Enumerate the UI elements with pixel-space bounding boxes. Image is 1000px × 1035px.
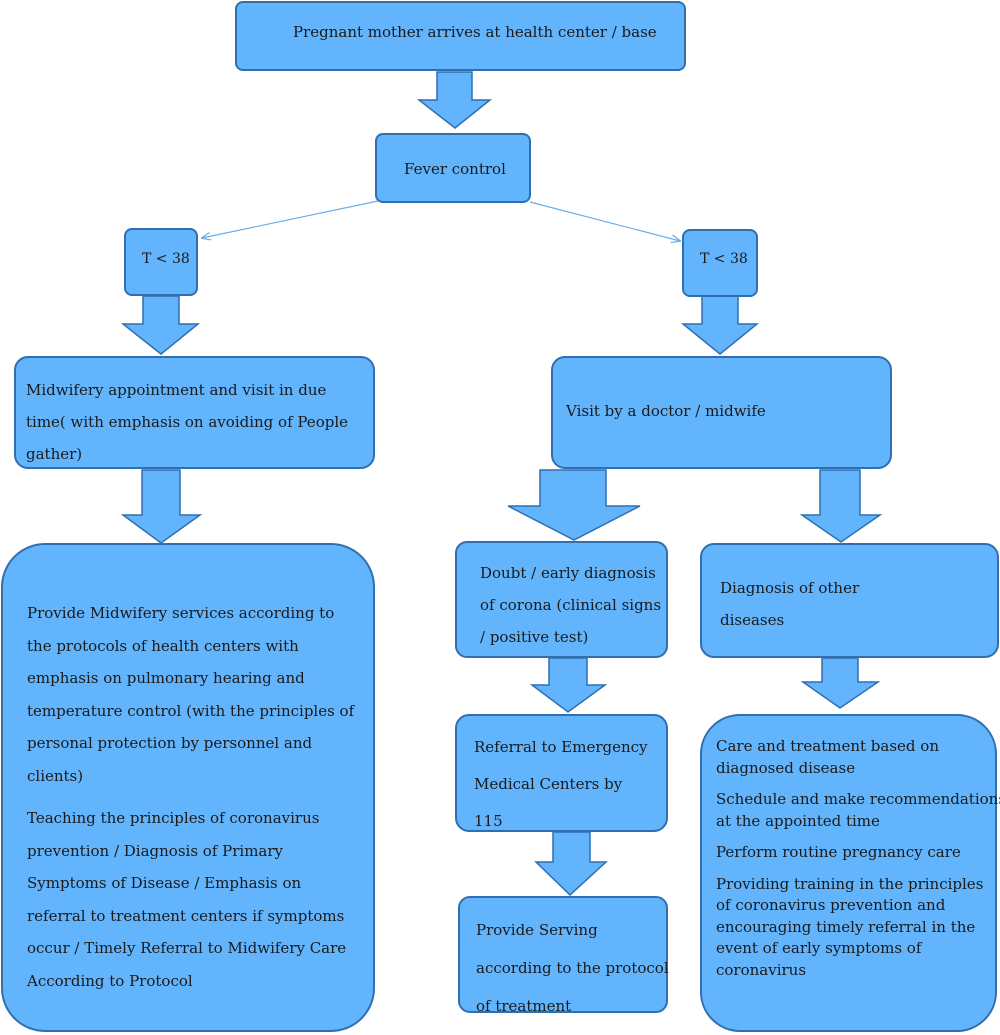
node-text-line: gather) — [26, 445, 83, 463]
node-text-line: of coronavirus prevention and — [716, 896, 946, 914]
node-text-line: Providing training in the principles — [716, 874, 984, 893]
arrow-temp-right-to-visit — [680, 295, 760, 355]
node-text-line: time( with emphasis on avoiding of Peopl… — [26, 413, 348, 431]
node-text-line: T < 38 — [142, 251, 190, 267]
node-visit-doctor-midwife: Visit by a doctor / midwife — [551, 356, 892, 469]
node-text-line: coronavirus — [716, 960, 807, 979]
node-text-line: Symptoms of Disease / Emphasis on — [27, 874, 302, 892]
arrow-visit-to-doubt — [507, 469, 641, 541]
node-text-line: Provide Midwifery services according to — [27, 604, 335, 622]
node-paragraph: Teaching the principles of coronavirus pr… — [27, 802, 373, 997]
node-temp-left: T < 38 — [124, 228, 198, 296]
node-text-line: Perform routine pregnancy care — [716, 843, 961, 861]
node-care-treatment: Care and treatment based on diagnosed dis… — [700, 714, 1000, 1032]
arrow-arrival-to-fever — [416, 71, 493, 129]
arrow-fever-to-temp-left — [202, 200, 379, 238]
node-text-line: encouraging timely referral in the — [716, 917, 976, 936]
node-text-line: Teaching the principles of coronavirus — [27, 809, 320, 827]
node-paragraph: Provide Midwifery services according to t… — [27, 597, 373, 792]
node-text-line: Provide Serving — [476, 921, 598, 939]
arrow-referral-to-provide — [534, 831, 608, 897]
node-text-line: Referral to Emergency — [474, 738, 648, 756]
node-paragraph: Schedule and make recommendations at the … — [716, 789, 1000, 832]
node-text-line: the protocols of health centers with — [27, 636, 299, 655]
node-text-line: According to Protocol — [27, 971, 193, 990]
node-text-line: / positive test) — [480, 628, 589, 646]
node-text-line: 115 — [474, 812, 503, 830]
arrow-doubt-to-referral — [529, 657, 608, 713]
node-provide-serving: Provide Serving according to the protocol… — [458, 896, 669, 1015]
node-midwifery-services: Provide Midwifery services according to t… — [1, 543, 375, 1032]
node-text-line: referral to treatment centers if symptom… — [27, 906, 345, 925]
node-text-line: event of early symptoms of — [716, 939, 922, 957]
node-paragraph: Care and treatment based on diagnosed dis… — [716, 736, 995, 779]
node-text-line: at the appointed time — [716, 811, 880, 830]
node-text-line: according to the protocol — [476, 959, 669, 977]
node-text-line: T < 38 — [700, 251, 748, 267]
arrow-visit-to-other — [799, 469, 883, 543]
node-text-line: Visit by a doctor / midwife — [566, 402, 766, 420]
node-text-line: occur / Timely Referral to Midwifery Car… — [27, 939, 347, 957]
node-text-line: personal protection by personnel and — [27, 734, 313, 752]
node-paragraph: Perform routine pregnancy care — [716, 842, 995, 864]
node-text-line: clients) — [27, 766, 84, 785]
node-fever-control: Fever control — [375, 133, 531, 203]
node-text-line: of corona (clinical signs — [480, 596, 662, 614]
node-text-line: diseases — [720, 611, 785, 629]
node-text-line: of treatment — [476, 997, 572, 1015]
arrow-other-to-care — [800, 657, 881, 709]
node-text-line: Pregnant mother arrives at health center… — [293, 23, 657, 41]
node-paragraph: Providing training in the principles of c… — [716, 874, 995, 982]
node-text-line: temperature control (with the principles… — [27, 701, 355, 720]
node-doubt-corona: Doubt / early diagnosis of corona (clinic… — [455, 541, 668, 658]
node-text-line: Doubt / early diagnosis — [480, 564, 656, 582]
node-text-line: Medical Centers by — [474, 775, 623, 793]
arrow-fever-to-temp-right — [529, 201, 680, 241]
node-text-line: prevention / Diagnosis of Primary — [27, 841, 284, 860]
node-temp-right: T < 38 — [682, 229, 758, 297]
node-text-line: Diagnosis of other — [720, 579, 860, 597]
node-other-diseases: Diagnosis of other diseases — [700, 543, 999, 658]
node-text-line: emphasis on pulmonary hearing and — [27, 669, 305, 687]
node-text-line: Fever control — [404, 160, 506, 178]
node-text-line: diagnosed disease — [716, 758, 856, 777]
node-text-line: Care and treatment based on — [716, 737, 939, 755]
node-midwifery-appointment: Midwifery appointment and visit in due ti… — [14, 356, 375, 469]
node-text-line: Schedule and make recommendations — [716, 790, 1000, 808]
arrow-temp-left-to-appointment — [120, 295, 201, 355]
node-arrival: Pregnant mother arrives at health center… — [235, 1, 686, 71]
node-text-line: Midwifery appointment and visit in due — [26, 381, 327, 399]
arrow-appointment-to-services — [120, 469, 203, 544]
